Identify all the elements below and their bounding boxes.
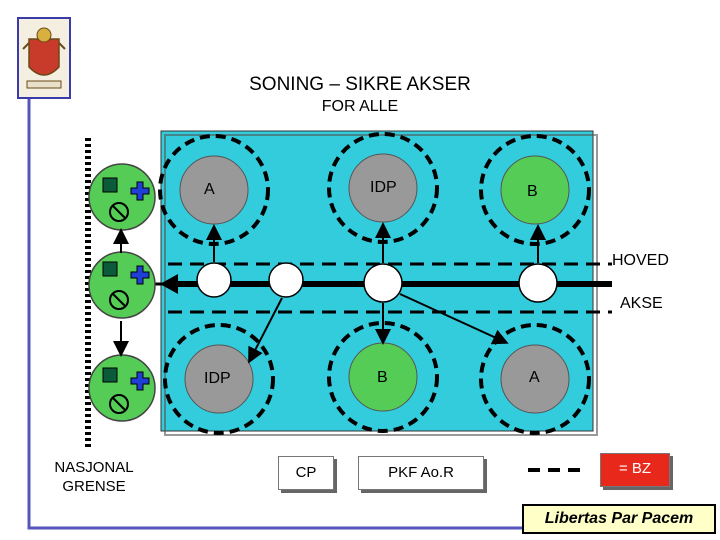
axis-label-hoved: HOVED bbox=[612, 252, 669, 269]
national-border-label-line2: GRENSE bbox=[62, 478, 126, 495]
axis-label-akse: AKSE bbox=[620, 295, 663, 312]
page-frame-line bbox=[27, 40, 522, 530]
national-border-label: NASJONAL GRENSE bbox=[44, 458, 144, 496]
national-border-label-line1: NASJONAL bbox=[54, 459, 134, 476]
legend-pkf: PKF Ao.R bbox=[358, 456, 484, 490]
checkpoint-4 bbox=[518, 263, 558, 303]
unit-label-top-center: IDP bbox=[370, 179, 397, 196]
arrow-cp2-to-bottom-left bbox=[248, 297, 283, 364]
zone-circle-bottom-center bbox=[327, 321, 439, 433]
border-post-1 bbox=[88, 163, 156, 231]
page-subtitle: FOR ALLE bbox=[321, 98, 399, 115]
border-post-3 bbox=[88, 354, 156, 422]
arrow-cp3-to-bottom-right bbox=[399, 293, 509, 345]
unit-label-top-right: B bbox=[527, 183, 538, 200]
legend-bz: = BZ bbox=[600, 453, 670, 487]
unit-label-bottom-center: B bbox=[377, 369, 388, 386]
checkpoint-1 bbox=[196, 262, 232, 298]
unit-label-top-left: A bbox=[204, 181, 215, 198]
unit-label-bottom-right: A bbox=[529, 369, 540, 386]
checkpoint-3 bbox=[363, 263, 403, 303]
page-title: SONING – SIKRE AKSER bbox=[249, 74, 471, 95]
legend-cp: CP bbox=[278, 456, 334, 490]
checkpoint-2 bbox=[268, 262, 304, 298]
crest-logo bbox=[17, 17, 71, 99]
zone-circle-bottom-right bbox=[479, 323, 591, 435]
zone-circle-top-right bbox=[479, 134, 591, 246]
border-post-2 bbox=[88, 251, 156, 319]
zone-circle-bottom-left bbox=[163, 323, 275, 435]
unit-label-bottom-left: IDP bbox=[204, 370, 231, 387]
unit-bottom-left bbox=[184, 344, 254, 414]
motto-box: Libertas Par Pacem bbox=[522, 504, 716, 534]
unit-bottom-right bbox=[500, 344, 570, 414]
